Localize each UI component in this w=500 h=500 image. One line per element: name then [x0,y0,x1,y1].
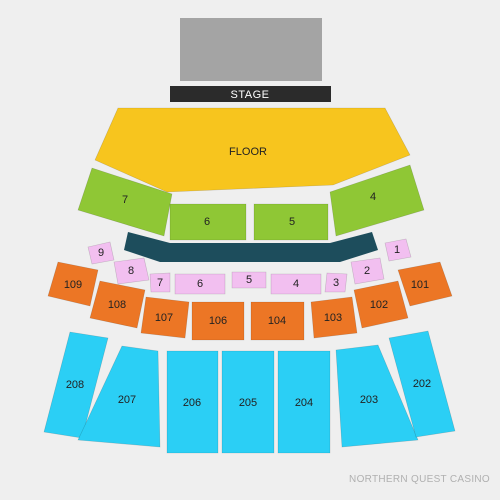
section-202[interactable]: 202 [388,330,456,438]
section-103-shape [310,296,358,339]
section-green-6-shape [169,203,247,241]
section-green-5[interactable]: 5 [253,203,329,241]
section-floor-label: FLOOR [229,146,267,158]
section-203-shape [335,344,419,448]
section-204[interactable]: 204 [277,350,331,454]
section-green-4-label: 4 [370,191,376,203]
section-204-shape [277,350,331,454]
section-pink-9-label: 9 [98,247,104,259]
section-103-label: 103 [324,312,342,324]
section-207[interactable]: 207 [77,345,161,448]
section-pink-5-shape [231,271,267,289]
section-109[interactable]: 109 [47,261,99,307]
section-green-5-label: 5 [289,216,295,228]
section-pink-9-shape [87,241,115,265]
section-107-shape [140,296,190,339]
section-104-label: 104 [268,315,286,327]
section-203[interactable]: 203 [335,344,419,448]
section-pink-5[interactable]: 5 [231,271,267,289]
section-207-shape [77,345,161,448]
section-green-7[interactable]: 7 [77,167,173,237]
section-108-label: 108 [108,299,126,311]
section-205[interactable]: 205 [221,350,275,454]
section-pink-2-shape [350,257,385,285]
section-pink-3[interactable]: 3 [324,272,348,293]
section-206-shape [166,350,219,454]
section-104-shape [250,301,305,341]
section-109-shape [47,261,99,307]
section-pink-3-shape [324,272,348,293]
section-pink-8-shape [113,257,150,285]
section-pink-1[interactable]: 1 [384,238,412,262]
section-pink-3-label: 3 [333,277,339,289]
section-101-label: 101 [411,279,429,291]
section-pink-2-label: 2 [364,265,370,277]
section-208-label: 208 [66,379,84,391]
section-102-label: 102 [370,299,388,311]
aisle-band [124,232,378,262]
section-103[interactable]: 103 [310,296,358,339]
section-206-label: 206 [183,397,201,409]
section-pink-1-shape [384,238,412,262]
section-green-4-shape [329,164,425,237]
section-green-5-shape [253,203,329,241]
section-green-6-label: 6 [204,216,210,228]
section-pink-6-shape [174,273,226,295]
section-108[interactable]: 108 [89,280,146,329]
section-pink-6-label: 6 [197,278,203,290]
section-floor-shape [94,107,411,193]
section-106-label: 106 [209,315,227,327]
section-205-label: 205 [239,397,257,409]
stage-bar [170,86,331,102]
section-106[interactable]: 106 [191,301,245,341]
section-102-shape [353,280,409,329]
section-101-shape [397,261,453,307]
section-green-6[interactable]: 6 [169,203,247,241]
section-106-shape [191,301,245,341]
stage-block [180,18,322,81]
section-floor[interactable]: FLOOR [94,107,411,193]
section-pink-4-label: 4 [293,278,299,290]
section-206[interactable]: 206 [166,350,219,454]
section-204-label: 204 [295,397,313,409]
section-205-shape [221,350,275,454]
section-102[interactable]: 102 [353,280,409,329]
section-107-label: 107 [155,312,173,324]
section-pink-4[interactable]: 4 [270,273,322,295]
section-pink-7-label: 7 [157,277,163,289]
section-203-label: 203 [360,394,378,406]
venue-name: NORTHERN QUEST CASINO [349,474,490,485]
section-pink-8-label: 8 [128,265,134,277]
section-101[interactable]: 101 [397,261,453,307]
section-pink-9[interactable]: 9 [87,241,115,265]
section-pink-6[interactable]: 6 [174,273,226,295]
section-green-7-label: 7 [122,194,128,206]
section-pink-2[interactable]: 2 [350,257,385,285]
section-202-label: 202 [413,378,431,390]
section-202-shape [388,330,456,438]
section-pink-8[interactable]: 8 [113,257,150,285]
section-pink-5-label: 5 [246,274,252,286]
section-pink-7-shape [149,272,171,293]
stage-label: STAGE [231,89,270,101]
section-green-4[interactable]: 4 [329,164,425,237]
section-pink-1-label: 1 [394,244,400,256]
section-104[interactable]: 104 [250,301,305,341]
section-pink-7[interactable]: 7 [149,272,171,293]
section-108-shape [89,280,146,329]
section-pink-4-shape [270,273,322,295]
section-207-label: 207 [118,394,136,406]
section-107[interactable]: 107 [140,296,190,339]
section-109-label: 109 [64,279,82,291]
section-green-7-shape [77,167,173,237]
